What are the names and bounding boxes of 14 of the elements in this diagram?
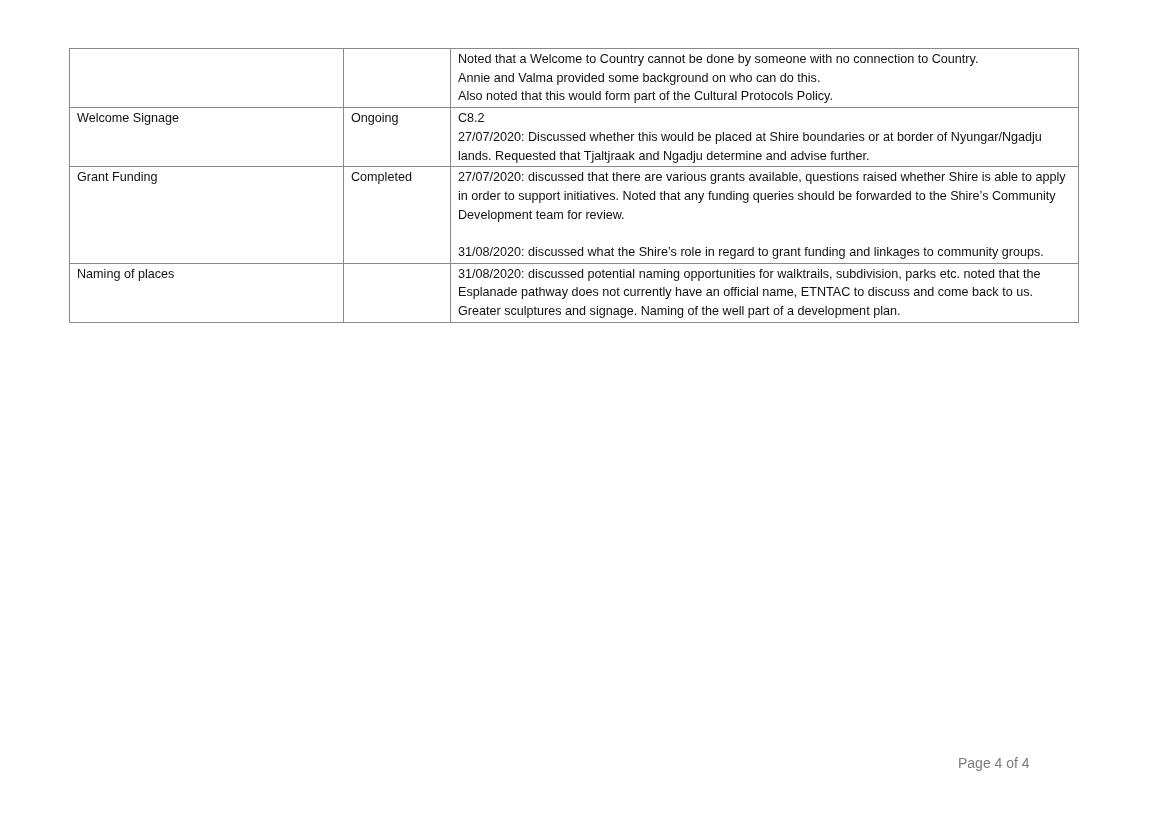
cell-text: Completed (351, 169, 413, 187)
cell-text: Welcome Signage (77, 110, 180, 128)
cell-text: C8.2 (458, 110, 486, 128)
page-number: Page 4 of 4 (958, 755, 1030, 771)
cell-text: 27/07/2020: Discussed whether this would be placed at Shire boundaries or at border of Nyungar/Ngadju lands. Requested that Tjaltjraak and Ngadju determine and advise further. (458, 128, 1043, 165)
cell-text: Ongoing (351, 110, 400, 128)
cell-text: Naming of places (77, 265, 176, 283)
cell-text: 27/07/2020: discussed that there are various grants available, questions raised whether Shire is able to apply in order to support initiatives. Noted that any funding queries should be forwarded to the Shire’s Community Development team for review. (458, 169, 1067, 224)
cell-text: 31/08/2020: discussed what the Shire’s role in regard to grant funding and linkages to community groups. (458, 244, 1045, 261)
cell-text: Noted that a Welcome to Country cannot be done by someone with no connection to Country. (458, 51, 980, 68)
cell-text: Also noted that this would form part of the Cultural Protocols Policy. (458, 88, 834, 106)
cell-text: 31/08/2020: discussed potential naming opportunities for walktrails, subdivision, parks etc. noted that the Esplanade pathway does not currently have an official name, ETNTAC to discuss and come back to us. Greater sculptures and signage. Naming of the well part of a development plan. (458, 265, 1042, 321)
cell-text: Grant Funding (77, 169, 159, 187)
cell-text: Annie and Valma provided some background on who can do this. (458, 69, 822, 87)
